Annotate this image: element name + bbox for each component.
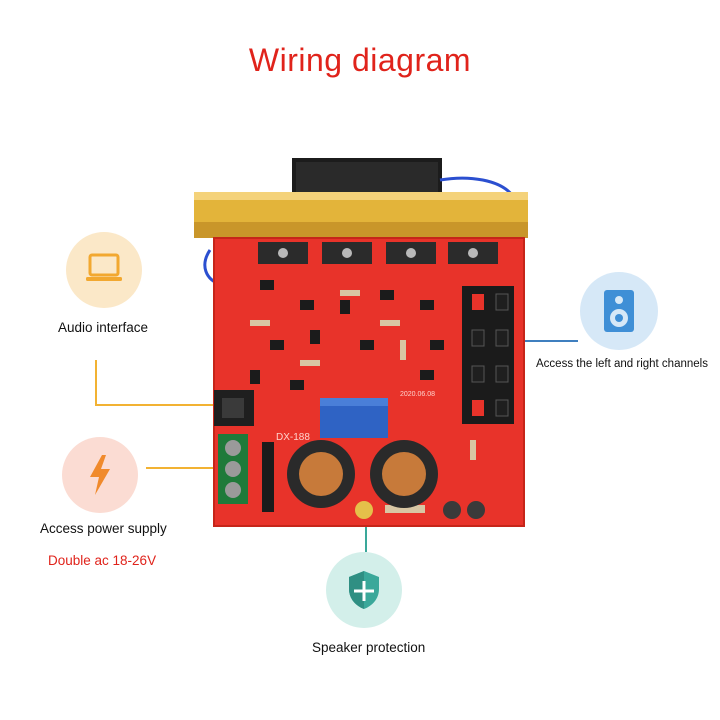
power-supply-label: Access power supply (40, 521, 167, 536)
speaker-terminal-block (462, 286, 514, 424)
board-model-text: DX-188 (276, 432, 310, 443)
heatsink (194, 192, 528, 238)
resistors (250, 290, 476, 513)
speaker-icon (604, 290, 634, 332)
board-date-text: 2020.06.08 (400, 391, 435, 398)
power-supply-voltage-note: Double ac 18-26V (48, 553, 157, 568)
small-components (250, 280, 444, 390)
page-title: Wiring diagram (248, 42, 472, 78)
audio-connector-line (95, 360, 213, 406)
power-transistors (258, 242, 498, 264)
filter-capacitors (287, 440, 438, 508)
power-terminal-block (218, 434, 248, 504)
lightning-bolt-icon (90, 455, 110, 495)
laptop-icon (86, 253, 122, 281)
channels-label: Access the left and right channels (536, 358, 708, 370)
speaker-protection-label: Speaker protection (312, 640, 426, 655)
cooling-fan (203, 158, 514, 287)
rectifier-plate (262, 442, 274, 512)
small-capacitors (355, 501, 485, 519)
shield-icon (349, 571, 379, 609)
audio-interface-badge (66, 232, 142, 308)
audio-interface-label: Audio interface (58, 320, 149, 335)
